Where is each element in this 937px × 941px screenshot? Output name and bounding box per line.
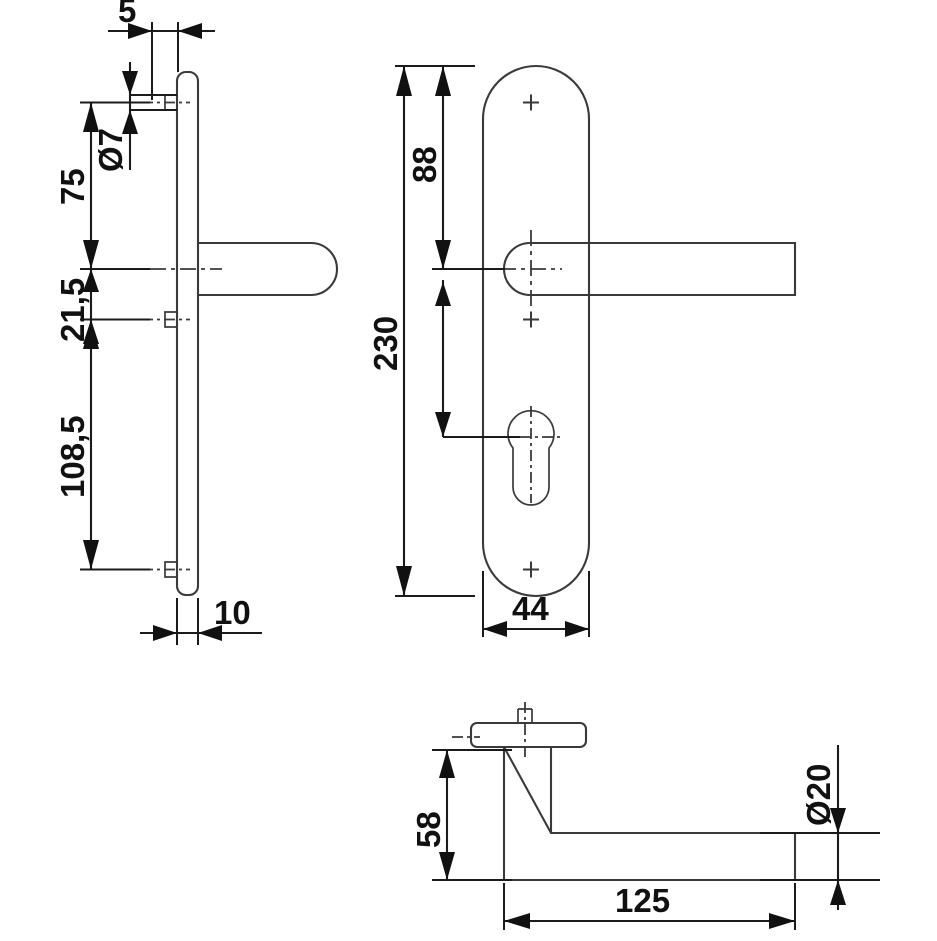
dim-75-arrow-top [83, 102, 99, 132]
dim-10-arrow-right [198, 625, 222, 641]
dim-108-5-arrow-top [83, 319, 99, 349]
dim-44-label: 44 [512, 590, 549, 627]
dim-d20-arrow-top [830, 808, 846, 833]
dim-88-inner-arrow-bottom [435, 412, 451, 437]
front-view-screw-mark-bottom [523, 561, 539, 578]
dim-21-5-label: 21,5 [54, 278, 91, 342]
dim-21-5-arrow-top [83, 269, 99, 292]
dim-d7-arrow-bottom [122, 110, 138, 134]
dim-58-label: 58 [410, 811, 447, 848]
front-view-backplate-outline [481, 64, 591, 598]
dim-88-arrow-top [435, 66, 451, 96]
front-view-group: 88 230 44 [367, 64, 797, 637]
front-view-screw-mark-top [523, 94, 539, 111]
dim-75-label: 75 [54, 168, 91, 205]
dim-10-arrow-left [153, 625, 177, 641]
dim-125-arrow-right [769, 913, 795, 929]
dim-10-label: 10 [214, 594, 251, 631]
dim-230-label: 230 [367, 316, 404, 371]
dim-75-arrow-bottom [83, 240, 99, 269]
dim-d7-label: Ø7 [92, 128, 129, 172]
dim-108-5-arrow-bottom [83, 540, 99, 570]
front-view-lever-outline [502, 241, 797, 297]
lever-rose-outline [469, 721, 588, 749]
dim-230-arrow-top [396, 66, 412, 96]
dim-88-arrow-bottom [435, 240, 451, 269]
dim-5-arrow-left [128, 23, 152, 39]
dim-125-arrow-left [504, 913, 530, 929]
dim-44-arrow-left [483, 621, 507, 637]
dim-58-arrow-bottom [439, 852, 455, 880]
dim-d20-arrow-bottom [830, 880, 846, 905]
dim-230-arrow-bottom [396, 566, 412, 596]
lever-arm-outline [502, 746, 797, 882]
front-view-screw-mark-middle [523, 311, 539, 328]
side-view-backplate-outline [175, 70, 200, 597]
dim-58-arrow-top [439, 750, 455, 778]
dim-5-label: 5 [118, 0, 136, 29]
dim-5-arrow-right [178, 23, 202, 39]
front-view-keyhole-profile [507, 409, 555, 506]
dim-88-inner-arrow-top [435, 282, 451, 306]
side-view-lever-outline [198, 241, 339, 297]
dim-88-label: 88 [406, 146, 443, 183]
side-view-group: 5 Ø7 75 21,5 108,5 [54, 0, 339, 645]
dim-108-5-label: 108,5 [54, 415, 91, 498]
dim-125-label: 125 [615, 882, 670, 919]
lever-view-group: 58 Ø20 125 [410, 702, 880, 930]
dim-44-arrow-right [565, 621, 589, 637]
dim-d7-arrow-top [122, 71, 138, 95]
dim-d20-label: Ø20 [800, 764, 837, 826]
